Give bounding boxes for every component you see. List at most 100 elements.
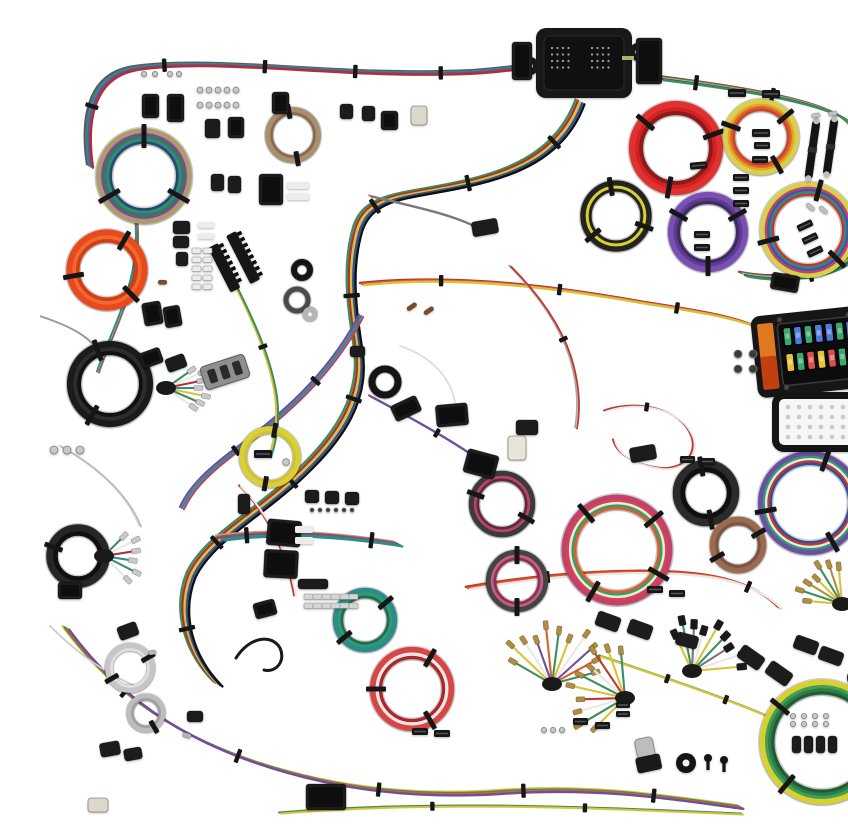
connector [123, 747, 143, 762]
fuse-window [785, 333, 790, 338]
label-tag [700, 458, 715, 465]
tag-print [649, 589, 661, 590]
tag-print [256, 453, 270, 454]
connector [142, 94, 159, 118]
plate-dot [819, 415, 824, 420]
coil-wire [376, 653, 448, 725]
connector-body [508, 436, 526, 460]
terminal-tip [678, 615, 687, 626]
connector [259, 174, 283, 205]
label-tag [295, 537, 313, 544]
fuse-window [837, 328, 842, 333]
pin [591, 66, 593, 68]
coil-maroon [466, 473, 535, 534]
connector-face [145, 97, 156, 115]
terminal [192, 257, 201, 262]
coil-wire [107, 139, 182, 214]
terminal-cluster [197, 87, 239, 108]
terminal-cluster [283, 459, 290, 466]
ring-terminal [206, 87, 212, 93]
cable-tie [439, 275, 444, 286]
terminal-cluster [141, 71, 157, 76]
holder-ridge [812, 147, 813, 152]
bullet-terminal [182, 732, 192, 739]
coil-wire [270, 112, 315, 157]
coil-red-white [366, 648, 451, 730]
ring-terminal [541, 727, 546, 732]
label-tag [198, 222, 214, 228]
grommet-plate [776, 396, 848, 448]
connector-body [298, 579, 328, 589]
terminal [340, 594, 349, 599]
pin [551, 60, 553, 62]
pin [607, 66, 609, 68]
coil-wire [640, 112, 712, 184]
ring-terminal [342, 508, 346, 512]
bullet-terminal [818, 205, 829, 215]
terminal-cluster [50, 446, 84, 454]
bullet-body [423, 306, 435, 316]
cable-tie [644, 402, 650, 412]
terminal-tip [825, 559, 833, 569]
plate-dot [830, 435, 835, 440]
terminal [349, 603, 358, 608]
cable-tie [515, 546, 520, 564]
label-tag [728, 89, 746, 97]
rubber-grommet [676, 753, 696, 773]
terminal-tip [128, 557, 138, 563]
terminal-tip [131, 548, 141, 554]
pin [556, 47, 558, 49]
cable-tie [557, 284, 563, 296]
connector [298, 579, 328, 589]
label-tag [295, 526, 313, 533]
label-tag [412, 728, 428, 735]
tag-print [597, 725, 608, 726]
tag-body [198, 233, 214, 239]
coil-wire [471, 473, 532, 534]
connector [340, 104, 353, 119]
ring-terminal [749, 365, 757, 373]
tag-print [696, 247, 708, 248]
connector [390, 395, 423, 422]
plate-dot [797, 435, 802, 440]
cable-tie [515, 598, 520, 616]
coil-black-left [70, 339, 150, 426]
connector-body [340, 104, 353, 119]
coil-wire [474, 476, 530, 532]
ring-terminal [76, 446, 84, 454]
fuse-window [830, 355, 835, 360]
wire [371, 197, 475, 227]
terminal-tip [543, 620, 549, 629]
connector-face [438, 406, 465, 424]
connector-face [309, 787, 343, 807]
coil-wire [586, 186, 646, 246]
tag-print [735, 190, 747, 191]
wire [59, 445, 139, 525]
bullet-body [818, 205, 829, 215]
connector [804, 736, 813, 753]
coil-wire [268, 110, 319, 161]
connector-body [804, 736, 813, 753]
fuse-window [840, 354, 845, 359]
fanout-boot [156, 381, 176, 395]
tag-print [696, 234, 708, 235]
connector [629, 444, 657, 463]
connector [173, 221, 190, 234]
label-tag [733, 174, 749, 181]
connector-face [639, 41, 659, 81]
ring-terminal [801, 721, 806, 726]
connector-body [629, 444, 657, 463]
ring-terminal [812, 713, 817, 718]
plate-dot [841, 415, 846, 420]
tag-print [702, 461, 713, 462]
cable-tie [162, 58, 167, 72]
coil-wire [712, 519, 763, 570]
tag-print [618, 704, 628, 705]
terminal-tip [699, 625, 709, 637]
coil-wire [109, 141, 178, 210]
cable-tie [376, 782, 382, 797]
terminal-tip [532, 635, 540, 645]
bullet-body [811, 112, 821, 118]
connector [462, 448, 499, 479]
connector-body [325, 491, 339, 504]
